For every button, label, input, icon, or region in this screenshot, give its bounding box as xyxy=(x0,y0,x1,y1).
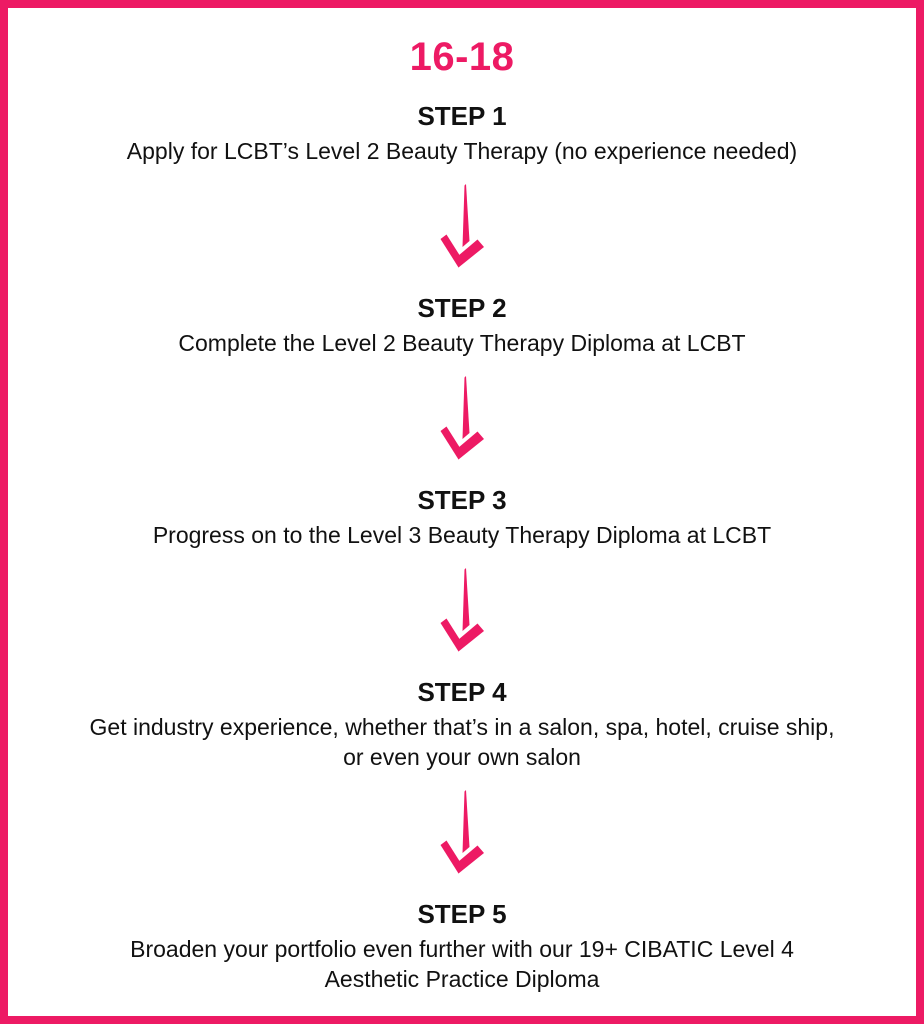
step-2-block: STEP 2 Complete the Level 2 Beauty Thera… xyxy=(22,294,902,358)
down-arrow-icon xyxy=(440,184,484,268)
step-5-description-line-1: Broaden your portfolio even further with… xyxy=(130,936,794,962)
arrow-2-wrap xyxy=(439,376,485,460)
age-group-title: 16-18 xyxy=(409,35,515,79)
arrow-3-wrap xyxy=(439,568,485,652)
down-arrow-icon xyxy=(440,790,484,874)
down-arrow-icon xyxy=(440,568,484,652)
step-5-description-line-2: Aesthetic Practice Diploma xyxy=(324,966,600,992)
step-3-block: STEP 3 Progress on to the Level 3 Beauty… xyxy=(22,486,902,550)
arrow-1-wrap xyxy=(439,184,485,268)
step-3-description: Progress on to the Level 3 Beauty Therap… xyxy=(152,522,772,548)
step-2-label: STEP 2 xyxy=(417,293,507,323)
step-4-description-line-1: Get industry experience, whether that’s … xyxy=(89,714,835,740)
down-arrow-icon xyxy=(440,376,484,460)
step-2-description: Complete the Level 2 Beauty Therapy Dipl… xyxy=(178,330,746,356)
step-3-label: STEP 3 xyxy=(417,485,507,515)
step-4-description-line-2: or even your own salon xyxy=(343,744,581,770)
step-4-label: STEP 4 xyxy=(417,677,507,707)
step-5-block: STEP 5 Broaden your portfolio even furth… xyxy=(22,900,902,994)
step-1-label: STEP 1 xyxy=(417,101,507,131)
step-1-block: STEP 1 Apply for LCBT’s Level 2 Beauty T… xyxy=(22,102,902,166)
arrow-4-wrap xyxy=(439,790,485,874)
step-1-description: Apply for LCBT’s Level 2 Beauty Therapy … xyxy=(126,138,798,164)
step-5-label: STEP 5 xyxy=(417,899,507,929)
step-4-block: STEP 4 Get industry experience, whether … xyxy=(22,678,902,772)
